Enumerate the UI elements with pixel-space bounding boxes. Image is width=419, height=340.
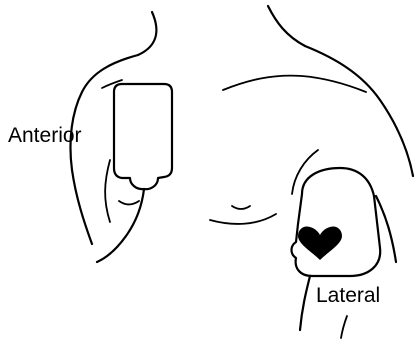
right-clavicle-line <box>223 76 366 92</box>
anterior-pad <box>97 84 172 262</box>
lateral-label: Lateral <box>316 284 380 307</box>
anterior-label: Anterior <box>8 124 82 147</box>
lateral-pad-body <box>292 168 381 276</box>
neck-right-line <box>268 6 305 46</box>
left-armpit-mark <box>119 201 139 204</box>
right-arm-stub-mark <box>341 316 347 338</box>
anterior-pad-cable <box>97 189 144 262</box>
chest-fold-line <box>210 214 276 224</box>
anterior-pad-body <box>114 84 172 189</box>
right-shoulder-line <box>305 46 413 176</box>
nipple-mark <box>232 206 250 209</box>
lateral-pad-cable <box>300 276 310 330</box>
left-arm-inner-line <box>105 160 110 222</box>
neck-left-line <box>138 12 156 55</box>
